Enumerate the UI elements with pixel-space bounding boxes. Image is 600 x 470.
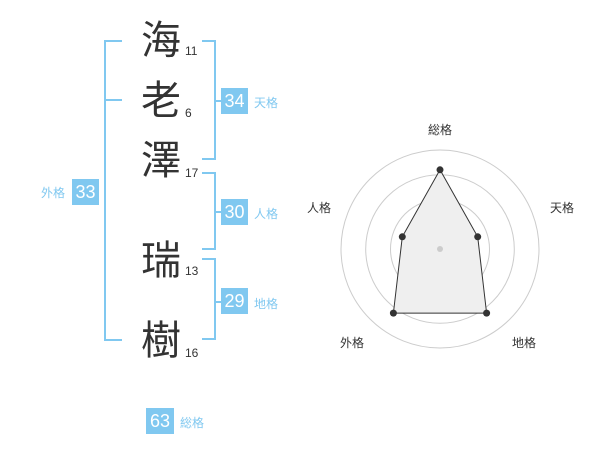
radar-point-0 <box>436 166 444 174</box>
chikaku-score: 29 <box>221 288 248 314</box>
radar-area <box>392 168 488 314</box>
radar-axis-label-soukaku: 総格 <box>428 122 452 137</box>
soukaku-label: 総格 <box>180 416 205 430</box>
gaikaku-bracket-vertical <box>104 40 106 341</box>
jinkaku-bracket-top <box>202 172 216 174</box>
jinkaku-bracket-vertical <box>214 172 216 250</box>
name-char-3: 澤 <box>141 138 181 184</box>
chikaku-bracket-bottom <box>202 338 216 340</box>
tenkaku-label: 天格 <box>254 96 279 110</box>
chikaku-bracket-vertical <box>214 258 216 340</box>
tenkaku-bracket-top <box>202 40 216 42</box>
gaikaku-bracket-bottom <box>104 339 122 341</box>
gaikaku-bracket-mid <box>104 99 122 101</box>
radar-axis-label-gaikaku: 外格 <box>340 335 364 350</box>
jinkaku-bracket-bottom <box>202 248 216 250</box>
radar-axis-label-tenkaku: 天格 <box>550 200 574 215</box>
chikaku-label: 地格 <box>254 297 279 311</box>
radar-point-4 <box>398 233 406 241</box>
radar-point-1 <box>474 233 482 241</box>
tenkaku-score: 34 <box>221 88 248 114</box>
chikaku-connector <box>216 301 222 303</box>
chikaku-bracket-top <box>202 258 216 260</box>
jinkaku-label: 人格 <box>254 207 279 221</box>
tenkaku-connector <box>216 100 222 102</box>
stroke-count-4: 13 <box>185 264 199 278</box>
stroke-count-2: 6 <box>185 106 192 120</box>
stroke-count-5: 16 <box>185 346 199 360</box>
gaikaku-bracket-top <box>104 40 122 42</box>
radar-axis-label-chikaku: 地格 <box>512 335 536 350</box>
radar-point-3 <box>389 309 397 317</box>
radar-center-dot <box>437 246 443 252</box>
radar-axis-label-jinkaku: 人格 <box>307 200 331 215</box>
gaikaku-score: 33 <box>72 179 99 205</box>
tenkaku-bracket-bottom <box>202 158 216 160</box>
soukaku-score: 63 <box>146 408 174 434</box>
tenkaku-bracket-vertical <box>214 40 216 160</box>
radar-ring-4 <box>340 149 540 349</box>
name-char-5: 樹 <box>141 318 181 364</box>
gaikaku-label: 外格 <box>41 186 66 200</box>
stroke-count-3: 17 <box>185 166 199 180</box>
radar-point-2 <box>483 309 491 317</box>
jinkaku-connector <box>216 211 222 213</box>
name-char-1: 海 <box>141 18 181 64</box>
jinkaku-score: 30 <box>221 199 248 225</box>
stroke-count-1: 11 <box>185 44 198 58</box>
name-char-2: 老 <box>141 78 181 124</box>
name-char-4: 瑞 <box>141 238 181 284</box>
